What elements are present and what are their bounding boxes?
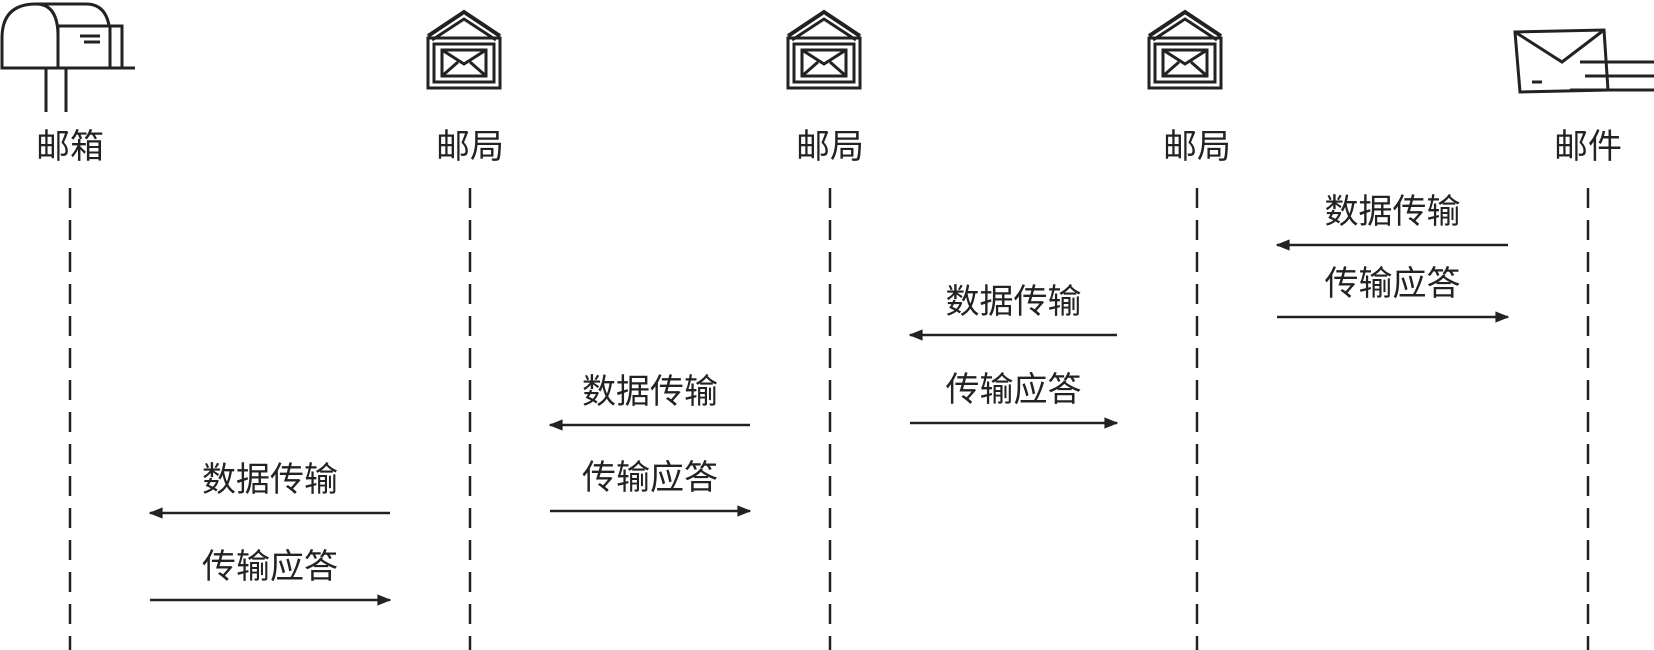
messages <box>148 239 1510 606</box>
mailbox-icon <box>0 2 135 112</box>
lane-label-mailbox: 邮箱 <box>36 127 104 167</box>
lifelines <box>68 188 1590 650</box>
lane-label-post-office-1: 邮局 <box>436 127 504 167</box>
message-label: 数据传输 <box>582 372 718 412</box>
message-label: 数据传输 <box>1324 192 1461 232</box>
message-label: 传输应答 <box>582 458 718 498</box>
envelope-icon <box>1513 28 1654 94</box>
post-office-icon <box>1147 9 1223 90</box>
lane-label-post-office-2: 邮局 <box>796 127 864 167</box>
message-label: 传输应答 <box>1324 264 1461 304</box>
message-label: 传输应答 <box>945 370 1082 410</box>
message-label: 数据传输 <box>945 282 1082 322</box>
message-label: 传输应答 <box>202 547 338 587</box>
post-office-icon <box>426 9 502 90</box>
lane-label-post-office-3: 邮局 <box>1163 127 1231 167</box>
post-office-icon <box>786 9 862 90</box>
message-label: 数据传输 <box>202 460 338 500</box>
lane-label-mail: 邮件 <box>1554 127 1622 167</box>
